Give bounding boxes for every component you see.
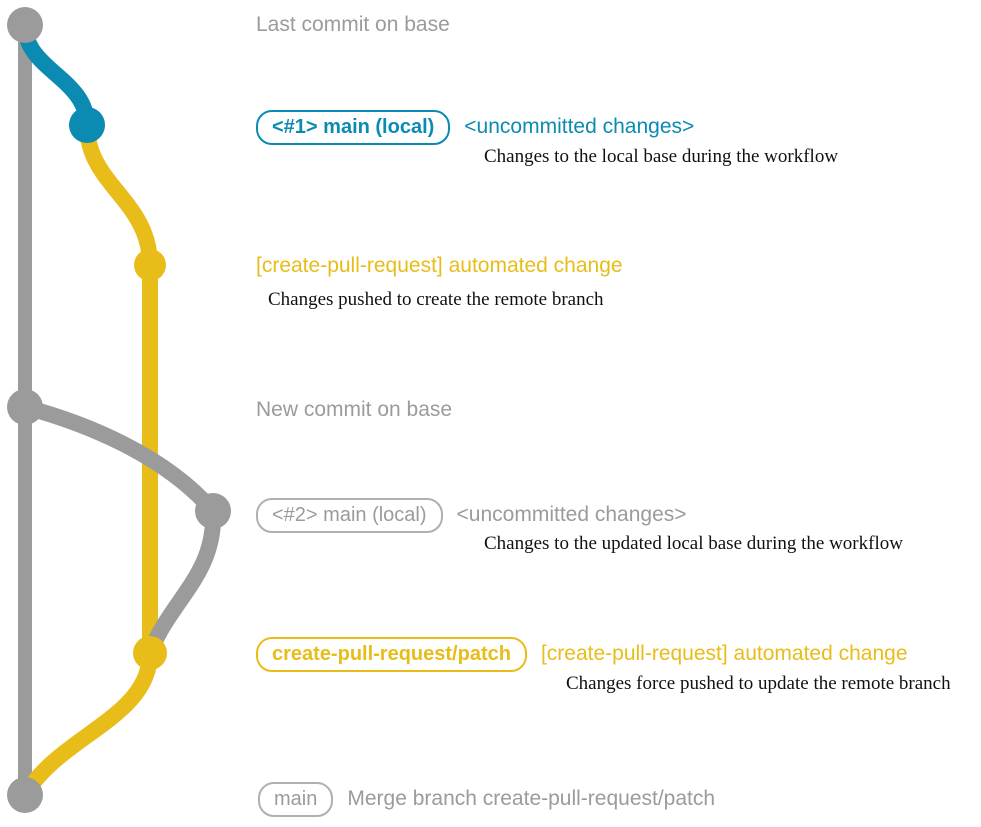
- row-local-1: <#1> main (local) <uncommitted changes>: [256, 110, 694, 145]
- branch-local2-to-patch: [142, 503, 222, 661]
- subject-remote-patch: [create-pull-request] automated change: [540, 642, 908, 665]
- description-remote-patch: Changes force pushed to update the remot…: [566, 673, 951, 694]
- branch-patch-to-merge: [17, 645, 158, 803]
- subject-local-2: <uncommitted changes>: [456, 503, 687, 526]
- pill-main[interactable]: main: [258, 782, 334, 817]
- pill-main-local-2[interactable]: <#2> main (local): [256, 498, 443, 533]
- commit-node-remote-create[interactable]: [134, 249, 166, 281]
- subject-merge: Merge branch create-pull-request/patch: [347, 787, 716, 810]
- branch-local1-to-remote: [79, 117, 158, 273]
- commit-node-local-2[interactable]: [195, 493, 231, 529]
- commit-node-new-commit-on-base[interactable]: [7, 389, 43, 425]
- headline-new-commit-on-base: New commit on base: [256, 398, 453, 421]
- branch-base-to-local2: [17, 399, 221, 519]
- description-local-2: Changes to the updated local base during…: [484, 533, 903, 554]
- headline-last-commit-on-base: Last commit on base: [256, 13, 450, 36]
- description-local-1: Changes to the local base during the wor…: [484, 146, 839, 167]
- pill-create-pull-request-patch[interactable]: create-pull-request/patch: [256, 637, 527, 672]
- row-local-2: <#2> main (local) <uncommitted changes>: [256, 498, 687, 533]
- row-remote-patch: create-pull-request/patch [create-pull-r…: [256, 637, 908, 672]
- description-remote-create: Changes pushed to create the remote bran…: [268, 289, 604, 310]
- row-merge: main Merge branch create-pull-request/pa…: [258, 782, 715, 817]
- commit-node-remote-patch[interactable]: [133, 636, 167, 670]
- pill-main-local-1[interactable]: <#1> main (local): [256, 110, 451, 145]
- subject-local-1: <uncommitted changes>: [464, 115, 695, 138]
- headline-remote-create: [create-pull-request] automated change: [256, 254, 623, 277]
- commit-node-merge[interactable]: [7, 777, 43, 813]
- commit-node-local-1[interactable]: [69, 107, 105, 143]
- commit-node-last-commit-on-base[interactable]: [7, 7, 43, 43]
